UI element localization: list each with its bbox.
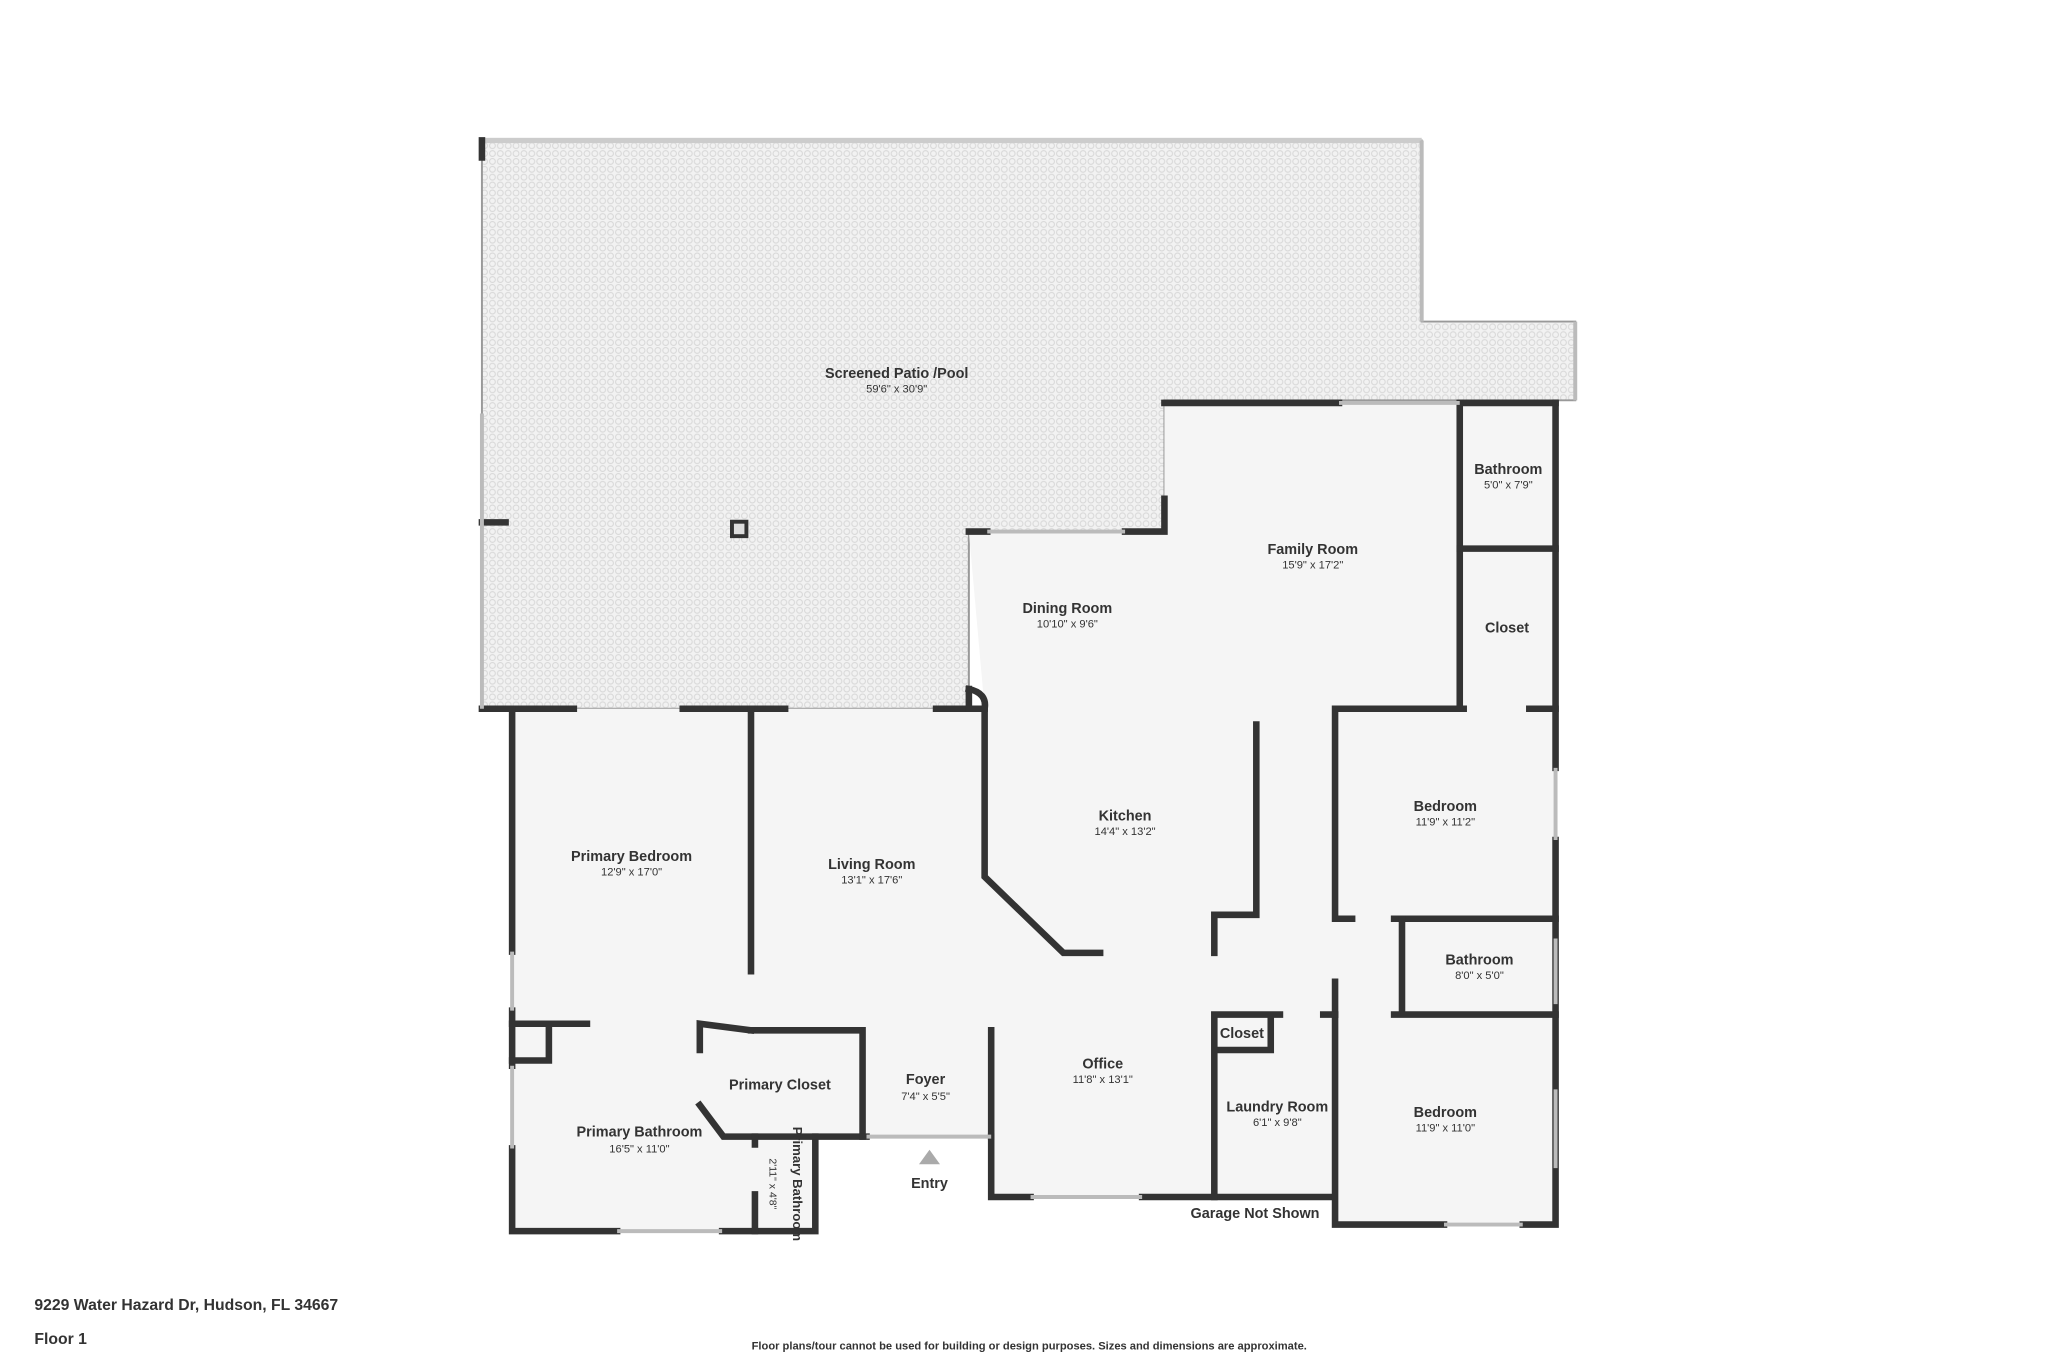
svg-text:Primary Bedroom: Primary Bedroom [571,849,692,865]
garage-label: Garage Not Shown [1190,1206,1319,1222]
svg-text:Bathroom: Bathroom [1445,953,1513,969]
svg-text:Primary Closet: Primary Closet [729,1077,831,1093]
svg-text:Bedroom: Bedroom [1414,799,1477,815]
svg-text:11'9" x 11'2": 11'9" x 11'2" [1416,817,1475,829]
svg-text:16'5" x 11'0": 16'5" x 11'0" [609,1143,669,1155]
svg-text:Bedroom: Bedroom [1414,1105,1477,1121]
svg-text:8'0" x 5'0": 8'0" x 5'0" [1455,970,1504,982]
svg-text:Screened Patio /Pool: Screened Patio /Pool [825,366,968,382]
svg-text:7'4" x 5'5": 7'4" x 5'5" [901,1091,950,1103]
svg-text:Laundry Room: Laundry Room [1226,1100,1328,1116]
svg-text:Kitchen: Kitchen [1099,808,1152,824]
room-closet-1: Closet [1485,621,1529,637]
svg-text:Primary Bathroom: Primary Bathroom [790,1127,805,1241]
address: 9229 Water Hazard Dr, Hudson, FL 34667 [34,1297,338,1314]
svg-text:12'9" x 17'0": 12'9" x 17'0" [601,866,662,878]
disclaimer: Floor plans/tour cannot be used for buil… [752,1340,1307,1352]
svg-text:Living Room: Living Room [828,857,915,873]
entry-arrow-icon [919,1149,940,1165]
room-closet-2: Closet [1220,1026,1264,1042]
room-office: Office 11'8" x 13'1" [1073,1056,1133,1085]
svg-text:13'1" x 17'6": 13'1" x 17'6" [841,874,902,886]
svg-text:Closet: Closet [1220,1026,1264,1042]
room-kitchen: Kitchen 14'4" x 13'2" [1095,808,1156,837]
room-bedroom-1: Bedroom 11'9" x 11'2" [1414,799,1477,828]
svg-text:10'10" x 9'6": 10'10" x 9'6" [1037,618,1098,630]
entry-label: Entry [911,1176,948,1192]
room-primary-bathroom: Primary Bathroom 16'5" x 11'0" [577,1125,703,1156]
svg-text:6'1" x 9'8": 6'1" x 9'8" [1253,1117,1302,1129]
svg-text:11'8" x 13'1": 11'8" x 13'1" [1073,1074,1133,1086]
svg-text:Bathroom: Bathroom [1474,462,1542,478]
room-primary-bathroom-small: Primary Bathroom 2'11" x 4'8" [766,1127,805,1241]
svg-text:Closet: Closet [1485,621,1529,637]
room-primary-closet: Primary Closet [729,1077,831,1093]
svg-text:15'9" x 17'2": 15'9" x 17'2" [1282,559,1343,571]
svg-text:5'0" x 7'9": 5'0" x 7'9" [1484,479,1533,491]
interior-floor [512,402,1556,1232]
svg-text:Dining Room: Dining Room [1022,601,1112,617]
svg-text:11'9" x 11'0": 11'9" x 11'0" [1416,1122,1475,1134]
svg-text:2'11" x 4'8": 2'11" x 4'8" [766,1158,778,1209]
svg-text:59'6" x 30'9": 59'6" x 30'9" [866,383,927,395]
svg-text:Office: Office [1082,1056,1123,1072]
walls [478,137,1559,1235]
floor-label: Floor 1 [34,1331,87,1348]
svg-text:Primary Bathroom: Primary Bathroom [577,1125,703,1141]
svg-text:Foyer: Foyer [906,1072,946,1088]
svg-text:Family Room: Family Room [1267,542,1358,558]
svg-text:14'4" x 13'2": 14'4" x 13'2" [1095,826,1156,838]
windows [479,140,1578,1234]
room-foyer: Foyer 7'4" x 5'5" [901,1072,950,1103]
